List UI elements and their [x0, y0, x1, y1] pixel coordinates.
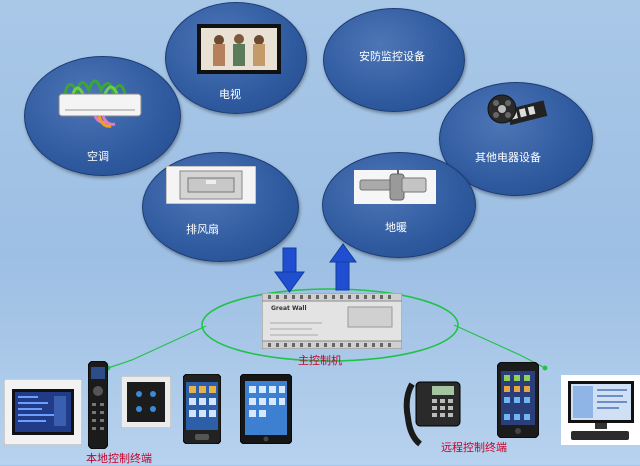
- main-controller-label: 主控制机: [298, 354, 342, 367]
- up-arrow-icon: [329, 243, 357, 291]
- computer-monitor-icon: [561, 375, 640, 445]
- device-other-label: 其他电器设备: [475, 151, 541, 164]
- local-link-line: [105, 325, 207, 371]
- controller-ring: [201, 288, 459, 362]
- remote-control-icon: [88, 361, 108, 449]
- air-conditioner-icon: [55, 72, 145, 128]
- touch-panel-icon: [4, 379, 82, 445]
- device-floor-heat: [322, 152, 476, 258]
- tv-icon: [197, 24, 281, 74]
- down-arrow-icon: [274, 247, 305, 293]
- smartphone-icon: [183, 374, 221, 444]
- wall-switch-icon: [121, 376, 171, 428]
- device-floor-heat-label: 地暖: [385, 221, 407, 234]
- controller-brand: Great Wall: [271, 305, 307, 312]
- exhaust-fan-icon: [166, 166, 256, 204]
- iphone-icon: [497, 362, 539, 438]
- device-security-label: 安防监控设备: [359, 50, 425, 63]
- film-reel-icon: [486, 93, 548, 129]
- device-ac-label: 空调: [87, 150, 109, 163]
- desk-phone-icon: [402, 378, 462, 450]
- device-security: [323, 8, 465, 112]
- device-fan-label: 排风扇: [186, 223, 219, 236]
- remote-terminals-label: 远程控制终端: [441, 441, 507, 454]
- tablet-icon: [240, 374, 292, 444]
- device-tv-label: 电视: [219, 88, 241, 101]
- diagram-title-fragment: ▔ ▔ ▔ ▔ ▔: [0, 0, 187, 11]
- local-terminals-label: 本地控制终端: [86, 452, 152, 465]
- floor-heating-icon: [354, 170, 436, 204]
- main-controller-unit: [262, 293, 402, 349]
